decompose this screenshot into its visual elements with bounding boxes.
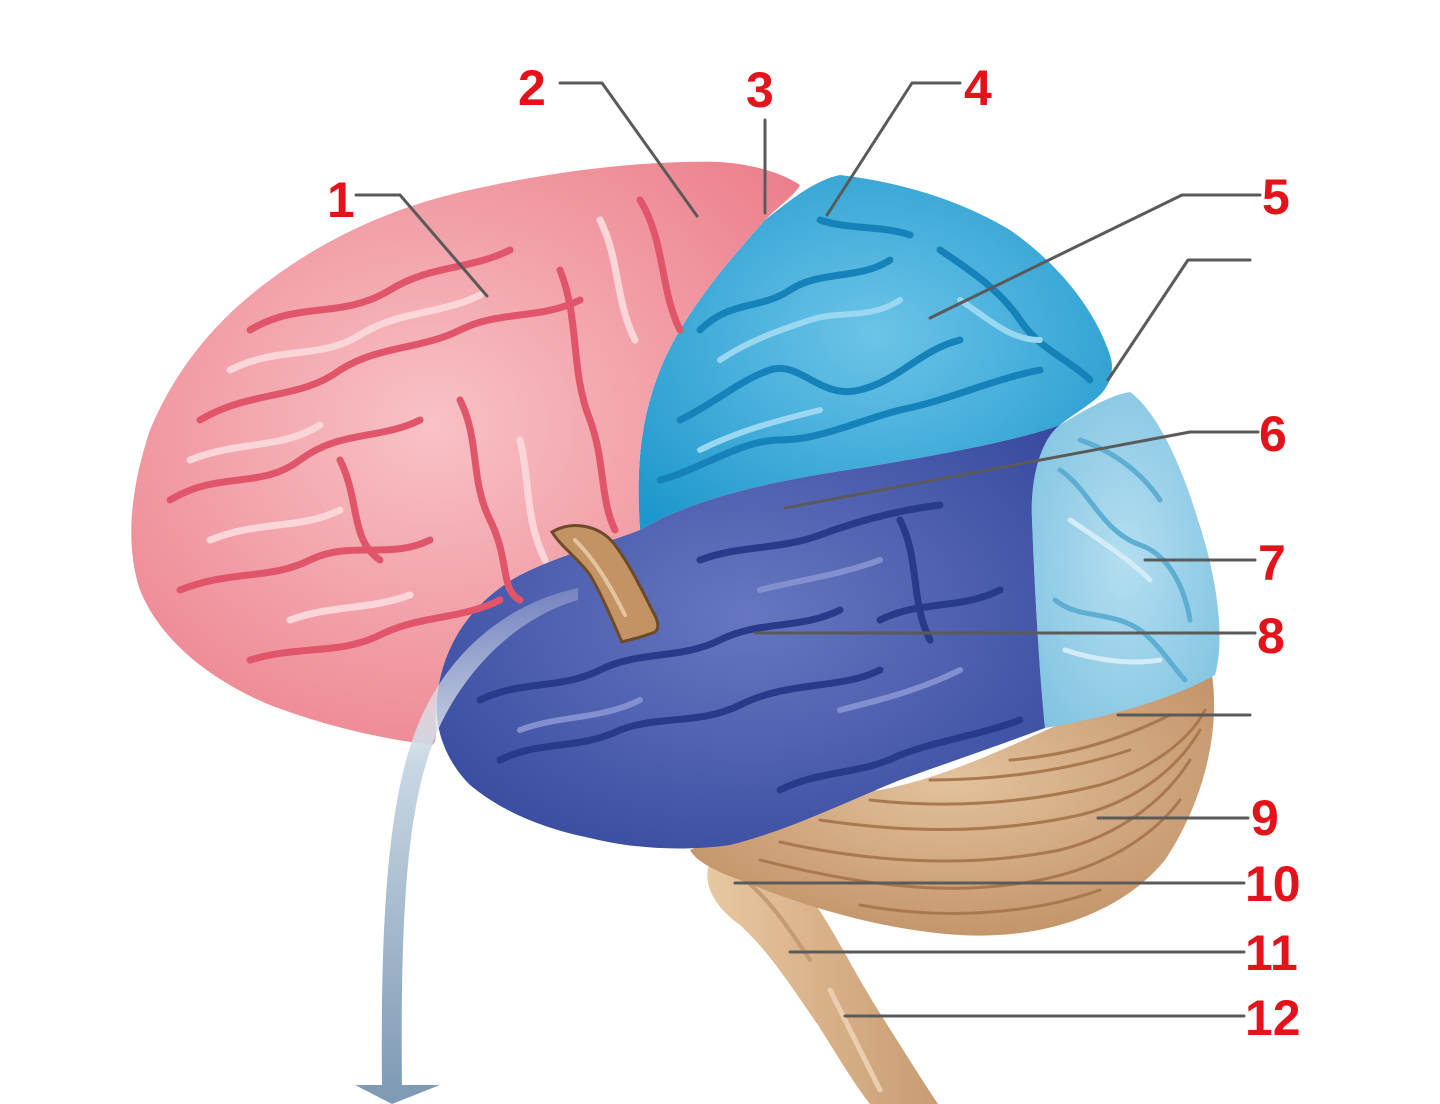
leader-line-6: [783, 430, 1260, 510]
leader-lines: [354, 81, 1262, 1018]
down-arrow-icon: [355, 588, 578, 1104]
cranial-nerve-stub: [549, 524, 660, 644]
label-4: 4: [964, 60, 992, 116]
leader-line-2: [558, 81, 699, 218]
label-12: 12: [1245, 990, 1301, 1046]
label-2: 2: [518, 60, 546, 116]
label-1: 1: [327, 172, 355, 228]
leader-line-4: [825, 81, 962, 217]
parietal-lobe: [638, 175, 1112, 530]
label-5: 5: [1262, 169, 1290, 225]
leader-line-1: [354, 193, 489, 298]
label-10: 10: [1245, 856, 1301, 912]
leader-line-5: [928, 193, 1262, 320]
cerebellum: [690, 675, 1215, 936]
occipital-lobe: [1031, 392, 1220, 728]
leader-line-unlabeled-upper: [1106, 258, 1252, 382]
frontal-lobe: [131, 161, 801, 745]
brainstem: [707, 845, 938, 1104]
label-6: 6: [1259, 406, 1287, 462]
label-8: 8: [1257, 608, 1285, 664]
label-11: 11: [1245, 925, 1298, 981]
number-labels: 1 2 3 4 5 6 7 8 9 10 11 12: [327, 60, 1301, 1046]
label-3: 3: [746, 62, 774, 118]
label-9: 9: [1251, 790, 1279, 846]
temporal-lobe: [436, 425, 1060, 849]
label-7: 7: [1258, 535, 1286, 591]
